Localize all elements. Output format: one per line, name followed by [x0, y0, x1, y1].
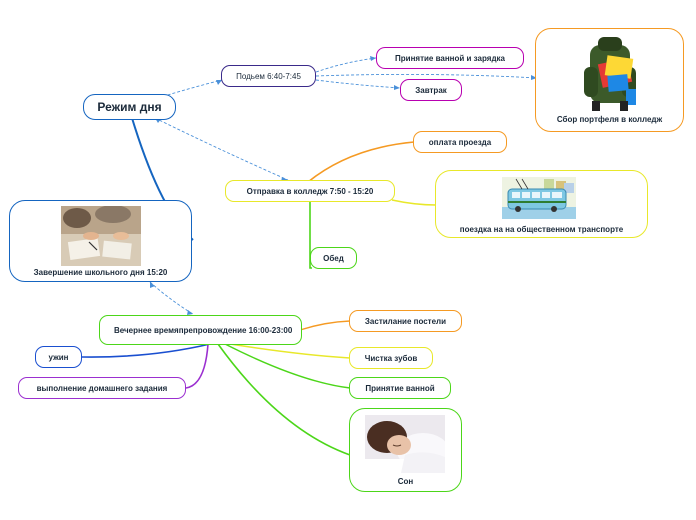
branch-dinner [81, 343, 211, 358]
link-wakeup-breakfast [315, 79, 401, 89]
node-lunch[interactable]: Обед [310, 247, 357, 269]
backpack-label: Сбор портфеля в колледж [556, 115, 663, 124]
sleeping-girl-image [365, 415, 445, 473]
node-backpack[interactable]: Сбор портфеля в колледж [535, 28, 684, 132]
bus-image [502, 177, 576, 219]
node-teeth[interactable]: Чистка зубов [349, 347, 433, 369]
node-departure[interactable]: Отправка в колледж 7:50 - 15:20 [225, 180, 395, 202]
branch-fare [307, 141, 415, 183]
node-breakfast[interactable]: Завтрак [400, 79, 462, 101]
node-homework[interactable]: выполнение домашнего задания [18, 377, 186, 399]
link-wakeup-backpack [315, 73, 538, 79]
node-school-end[interactable]: Завершение школьного дня 15:20 [9, 200, 192, 282]
node-bed-making[interactable]: Застилание постели [349, 310, 462, 332]
link-main-departure [154, 117, 289, 181]
link-wakeup-bath [315, 57, 377, 73]
link-school-evening [149, 281, 194, 315]
node-wakeup[interactable]: Подьем 6:40-7:45 [221, 65, 316, 87]
branch-transport [391, 199, 437, 206]
classroom-image [61, 206, 141, 266]
sleep-label: Сон [397, 477, 414, 486]
backpack-image [584, 37, 636, 111]
school-end-label: Завершение школьного дня 15:20 [33, 268, 168, 277]
transport-label: поездка на на общественном транспорте [459, 225, 624, 234]
node-bath[interactable]: Принятие ванной [349, 377, 451, 399]
branch-bed [299, 320, 351, 331]
node-evening[interactable]: Вечернее времяпрепровождение 16:00-23:00 [99, 315, 302, 345]
branch-bath [224, 343, 351, 389]
branch-homework [185, 343, 209, 389]
node-sleep[interactable]: Сон [349, 408, 462, 492]
node-transport[interactable]: поездка на на общественном транспорте [435, 170, 648, 238]
branch-lunch [309, 202, 312, 269]
node-bath-charge[interactable]: Принятие ванной и зарядка [376, 47, 524, 69]
node-fare[interactable]: оплата проезда [413, 131, 507, 153]
branch-teeth [229, 343, 351, 359]
node-dinner[interactable]: ужин [35, 346, 82, 368]
branch-sleep [217, 343, 351, 456]
central-node[interactable]: Режим дня [83, 94, 176, 120]
